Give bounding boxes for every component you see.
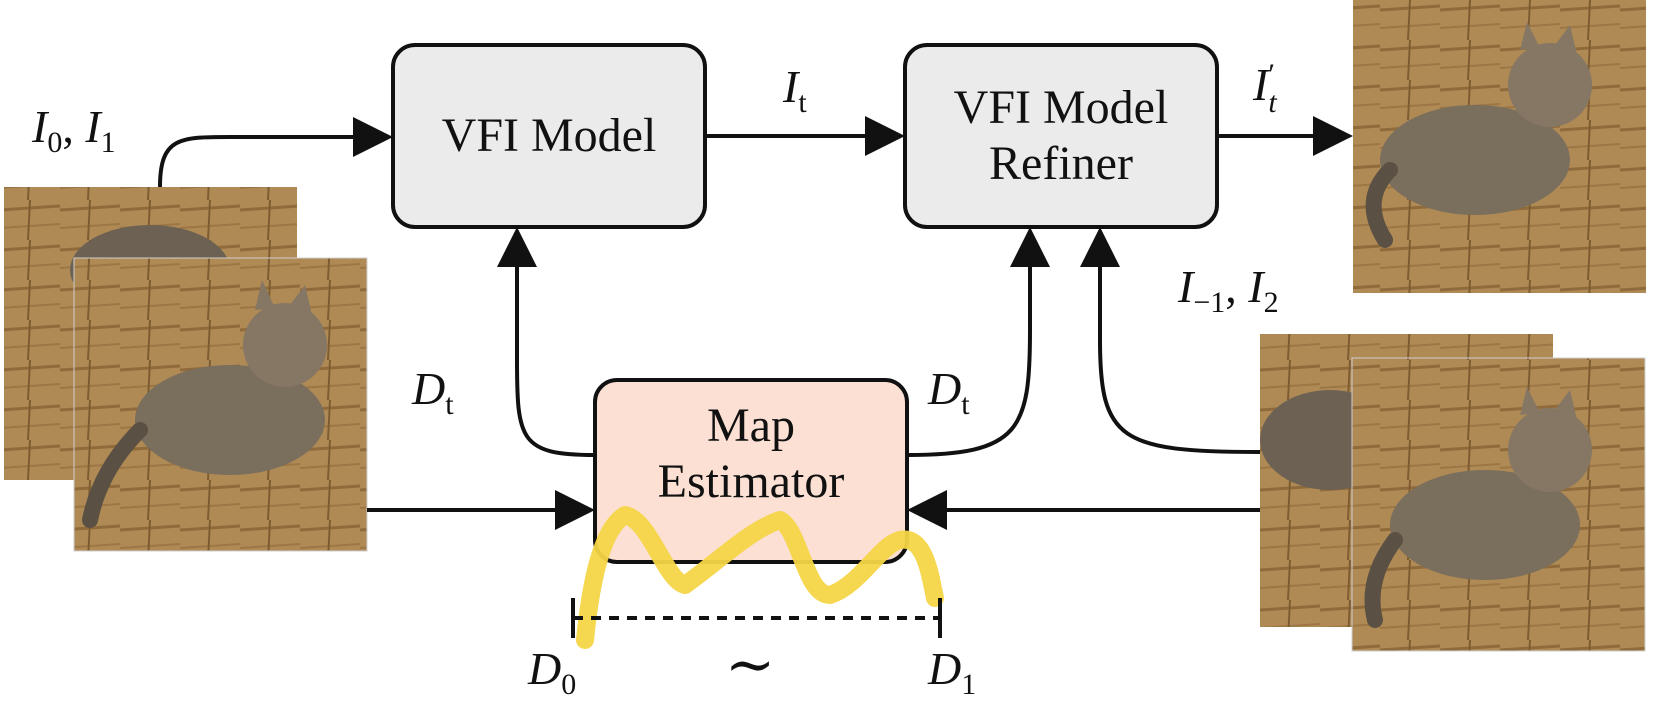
- label-dt-left: Dt: [412, 363, 454, 422]
- input-frames-left: [4, 187, 368, 552]
- input-frames-right: [1260, 334, 1646, 652]
- output-frame: [1353, 0, 1646, 293]
- cat-sketch: [1365, 22, 1592, 248]
- arrow-inputs-to-vfi: [158, 117, 393, 188]
- label-d1: D1: [928, 643, 977, 702]
- estimator-label-line2: Estimator: [657, 455, 845, 508]
- estimator-label-line1: Map: [707, 399, 795, 452]
- label-neighbors: I−1, I2: [1178, 261, 1279, 320]
- label-d0: D0: [528, 643, 577, 702]
- refiner-label-line1: VFI Model: [953, 81, 1169, 134]
- label-dt-right: Dt: [928, 363, 970, 422]
- refiner-label-line2: Refiner: [989, 137, 1133, 190]
- vfi-model-label: VFI Model: [441, 109, 657, 162]
- arrow-neighbors-to-refiner: [1080, 227, 1261, 454]
- label-it: It: [783, 61, 807, 120]
- cat-sketch: [82, 280, 327, 528]
- label-it-prime: I′t: [1253, 58, 1277, 120]
- label-inputs: I0, I1: [32, 101, 116, 160]
- refiner-label: VFI Model Refiner: [905, 80, 1217, 192]
- map-estimator-box: [593, 378, 909, 564]
- arrow-dt-to-vfi: [497, 227, 596, 457]
- estimator-label: Map Estimator: [595, 398, 907, 510]
- label-tilde: ∼: [725, 632, 776, 698]
- arrow-dt-to-refiner: [906, 227, 1050, 457]
- cat-sketch: [1364, 387, 1592, 628]
- distribution-squiggle: [576, 506, 944, 649]
